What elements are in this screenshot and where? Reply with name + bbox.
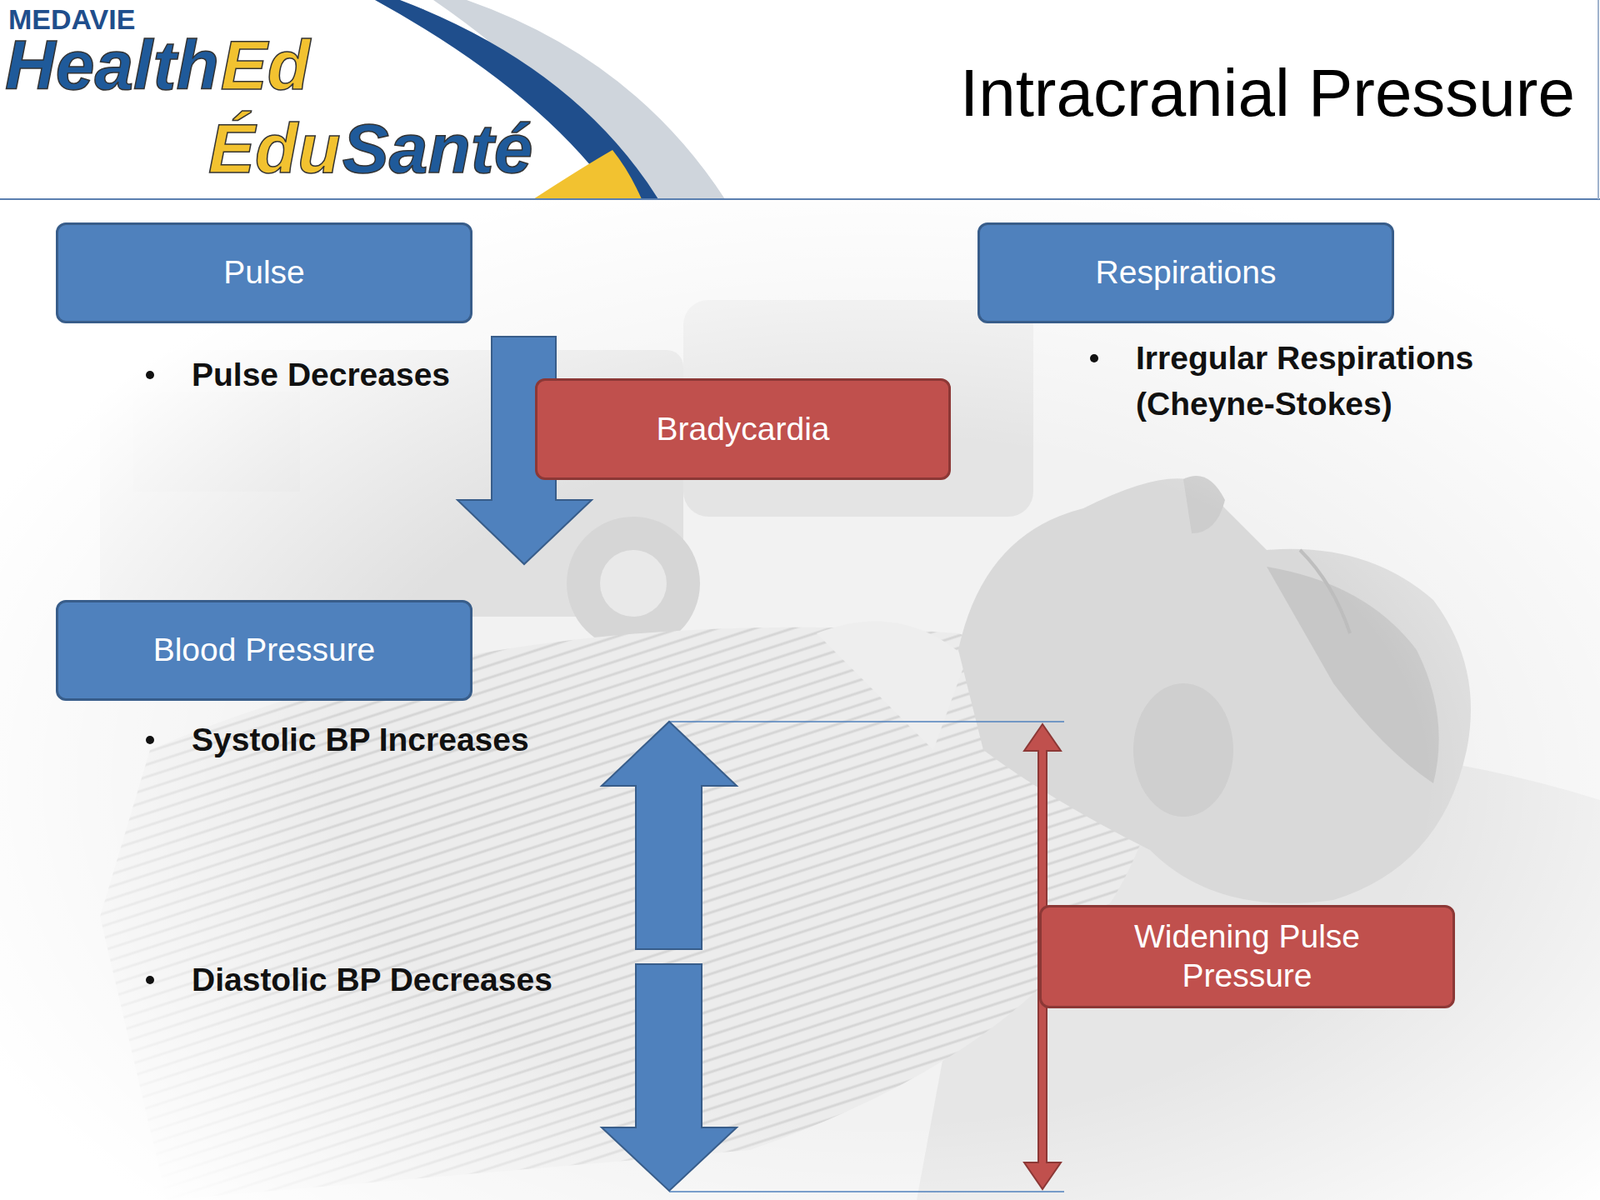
logo-swoosh-yellow [533,150,642,200]
box-text: Blood Pressure [153,630,376,670]
bullet-text: Diastolic BP Decreases [191,957,592,1004]
bullet-text: Pulse Decreases [191,352,459,399]
box-text: Widening Pulse Pressure [1097,917,1398,996]
box-text: Pulse [223,253,305,293]
patient-illustration [0,200,1600,1200]
box-text: Bradycardia [655,410,830,450]
slide-title: Intracranial Pressure [960,55,1575,132]
category-box: Blood Pressure [55,600,473,701]
header-ground [0,0,1600,200]
logo-text: Santé [342,108,534,190]
increase-arrow [601,721,737,950]
finding-box: Bradycardia [535,378,951,480]
finding-box: Widening Pulse Pressure [1039,905,1455,1009]
logo-text: Health [5,25,220,106]
logo-text: Édu [208,108,341,190]
logo-text: Ed [220,25,310,106]
box-text: Respirations [1095,253,1277,293]
guide-line [669,720,1065,723]
decrease-arrow [601,964,737,1191]
header-rule [0,198,1600,200]
guide-line [669,1190,1065,1193]
header-frame [1597,0,1600,200]
category-box: Pulse [55,222,473,324]
category-box: Respirations [977,222,1395,324]
bullet-text: Systolic BP Increases [191,717,575,764]
bullet-text: Irregular Respirations (Cheyne-Stokes) [1135,335,1528,427]
